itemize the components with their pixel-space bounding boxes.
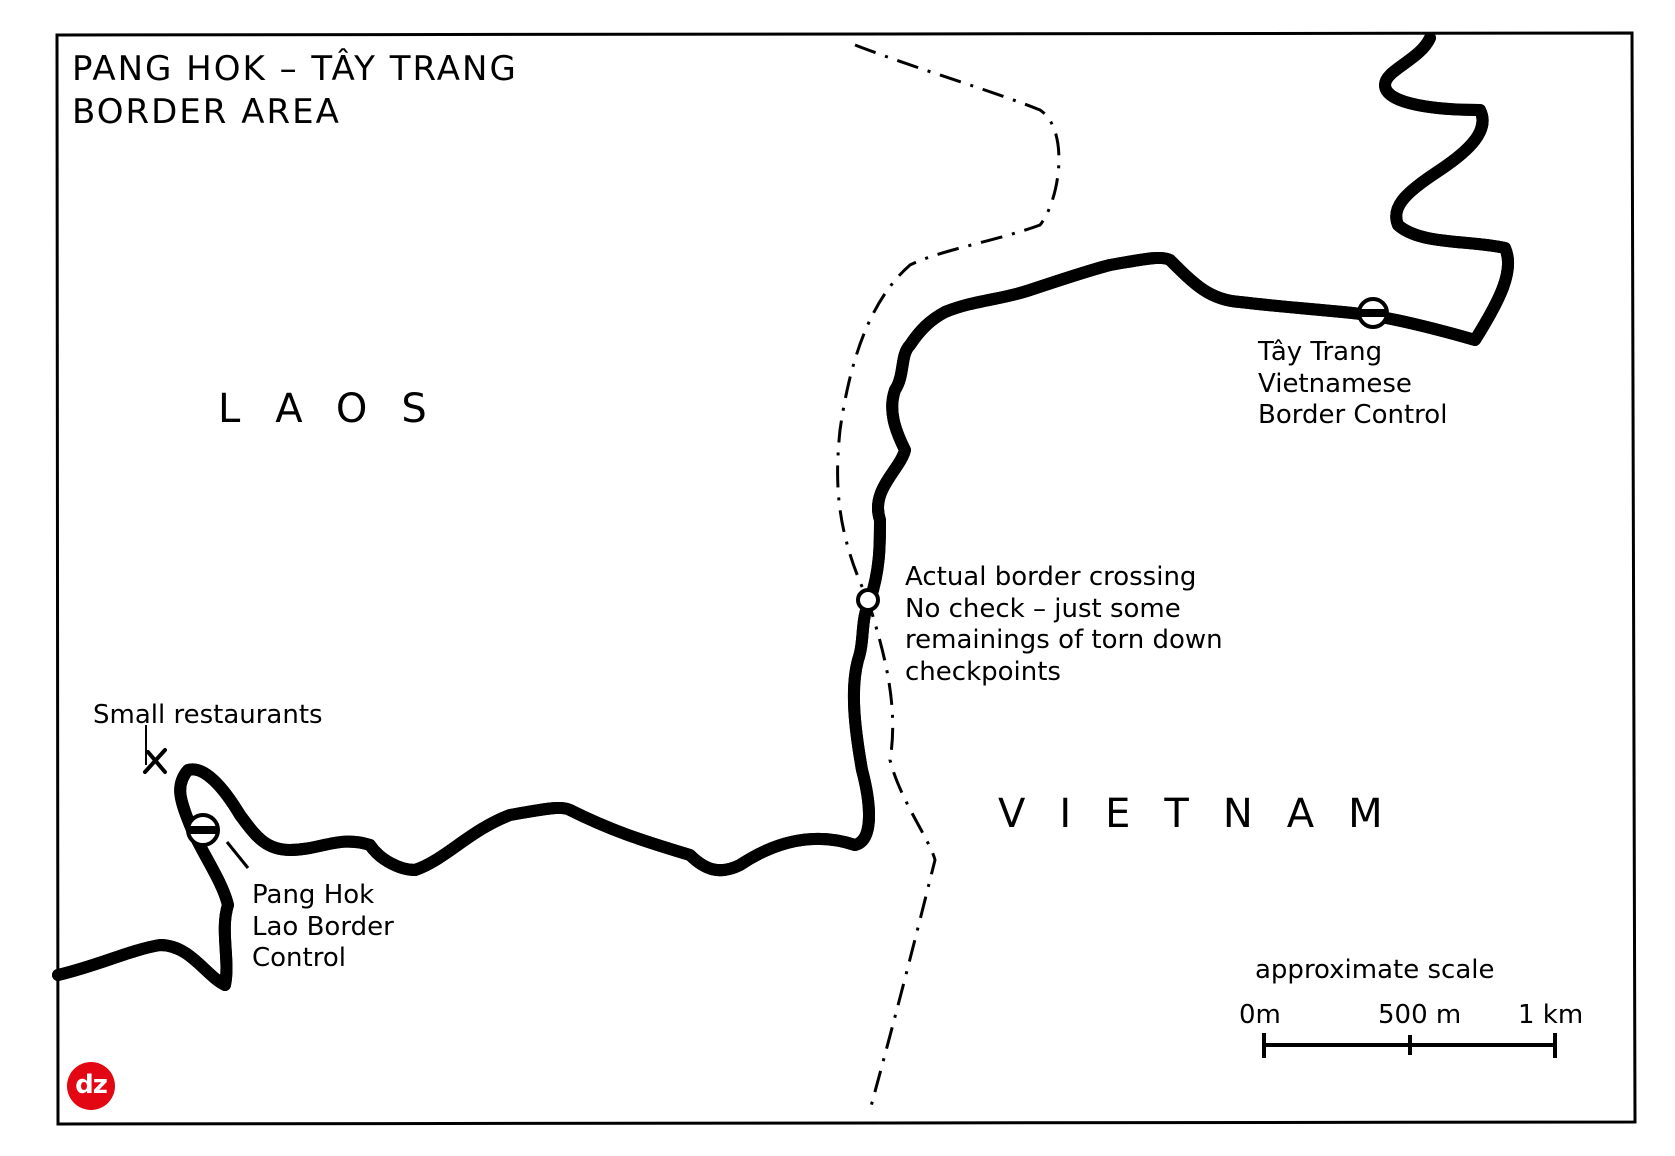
restaurant-icon <box>143 748 167 774</box>
country-label-laos: LAOS <box>218 386 461 432</box>
restaurants-label: Small restaurants <box>93 700 323 730</box>
scale-tick-1k: 1 km <box>1518 1000 1584 1030</box>
country-label-vietnam: VIETNAM <box>998 791 1417 837</box>
scale-tick-500: 500 m <box>1378 1000 1462 1030</box>
crossing-marker-icon <box>856 588 880 612</box>
road <box>52 32 1508 991</box>
scale-tick-0: 0m <box>1239 1000 1281 1030</box>
border-control-icon <box>186 813 220 847</box>
pointer-line <box>225 841 250 869</box>
national-border <box>836 43 1061 1111</box>
pang-hok-label: Pang Hok Lao Border Control <box>252 880 394 974</box>
scale-bar <box>1262 1033 1557 1058</box>
map-frame <box>55 31 1637 1126</box>
map-title: PANG HOK – TÂY TRANG BORDER AREA <box>72 49 518 132</box>
tay-trang-label: Tây Trang Vietnamese Border Control <box>1258 337 1448 431</box>
actual-crossing-label: Actual border crossing No check – just s… <box>905 562 1223 688</box>
scale-title: approximate scale <box>1255 955 1495 985</box>
border-control-icon <box>1357 297 1389 329</box>
dz-logo: dz <box>67 1062 115 1110</box>
